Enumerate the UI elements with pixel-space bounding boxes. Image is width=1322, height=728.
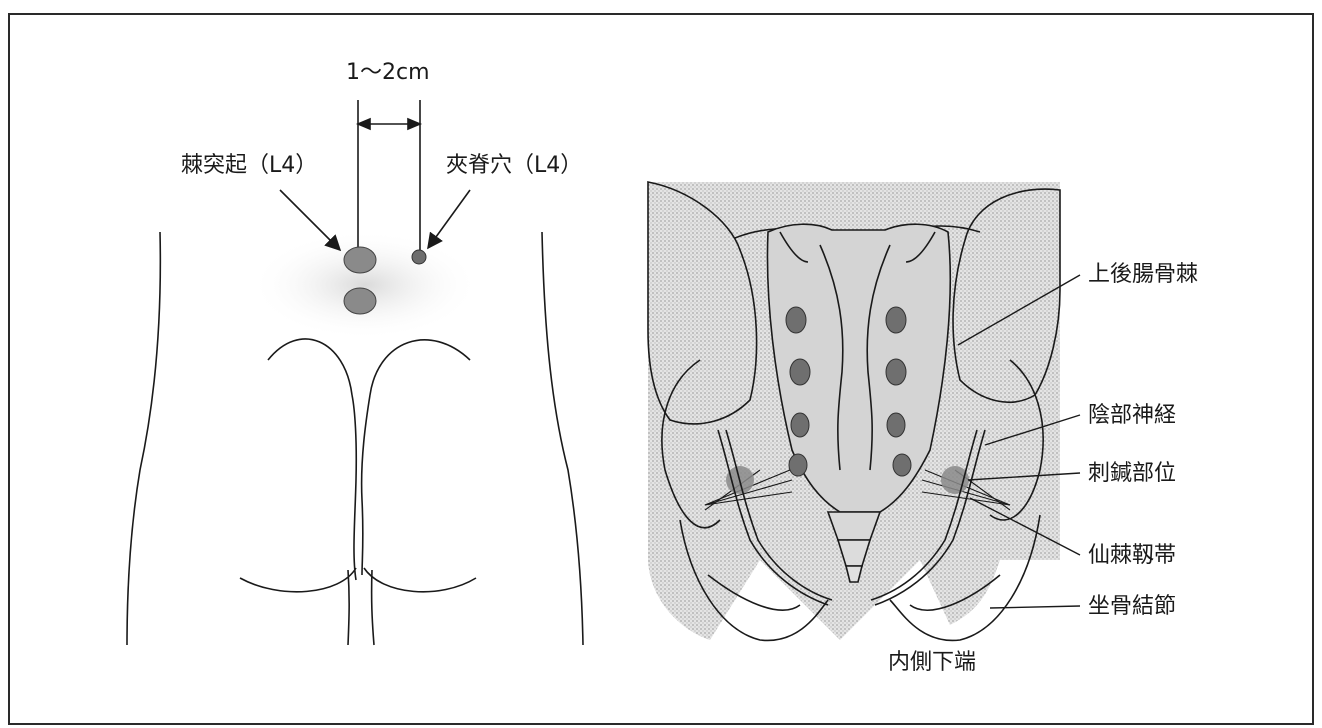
lumbar-shading xyxy=(250,230,480,340)
spinous-process-label: 棘突起（L4） xyxy=(181,155,317,177)
distance-label: 1〜2cm xyxy=(346,62,430,84)
psis-label: 上後腸骨棘 xyxy=(1088,264,1198,286)
distance-arrow xyxy=(358,119,420,129)
medial-lower-end-label: 内側下端 xyxy=(888,652,976,674)
jiaji-point-label: 夾脊穴（L4） xyxy=(446,155,582,177)
jiaji-point-arrow xyxy=(428,190,470,248)
ischial-tuberosity-label: 坐骨結節 xyxy=(1088,596,1176,618)
insertion-site-label: 刺鍼部位 xyxy=(1088,463,1176,485)
sacrospinous-ligament-label: 仙棘靱帯 xyxy=(1088,545,1176,567)
insertion-site-right-spot xyxy=(941,466,969,494)
pudendal-nerve-label: 陰部神経 xyxy=(1088,405,1176,427)
jiaji-point-spot xyxy=(412,250,426,264)
buttocks-outline xyxy=(240,339,476,645)
spinous-process-l4-spot xyxy=(344,247,376,273)
spinous-process-l5-spot xyxy=(344,288,376,314)
